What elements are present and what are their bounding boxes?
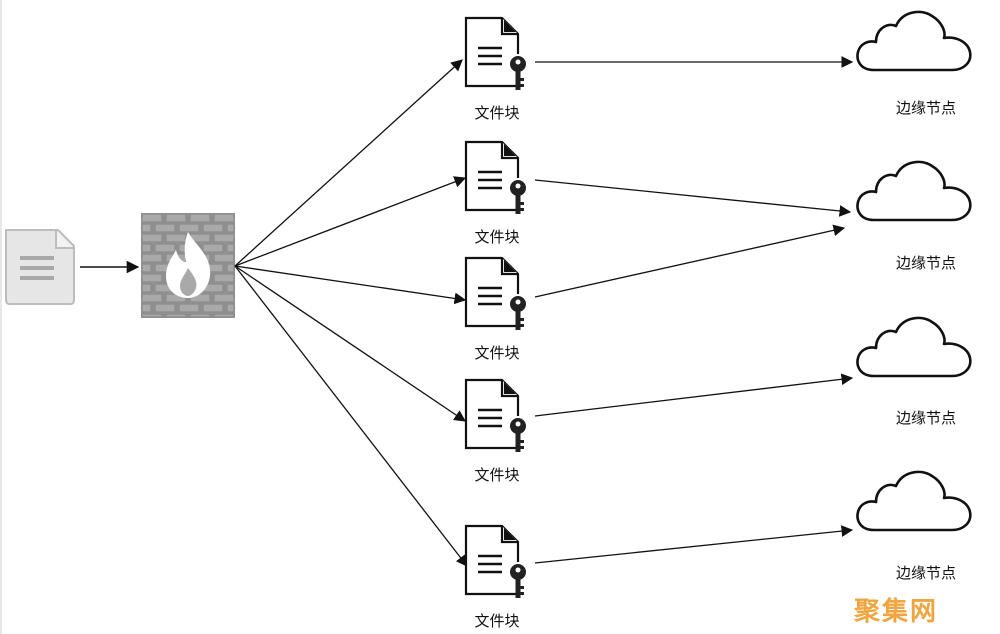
- arrow-firewall-to-file-block: [234, 265, 468, 567]
- edge-node-3: 边缘节点: [856, 316, 972, 427]
- firewall-brick: [141, 243, 152, 253]
- arrow-firewall-to-file-block: [234, 265, 466, 422]
- firewall-brick: [154, 303, 176, 313]
- firewall-brick: [213, 273, 235, 283]
- arrow-firewall-to-file-block: [234, 176, 467, 267]
- firewall-brick: [141, 213, 163, 223]
- file-block-2: 文件块: [464, 140, 529, 246]
- firewall-brick: [141, 313, 163, 318]
- firewall-icon: [141, 213, 235, 318]
- file-block-5: 文件块: [464, 524, 529, 630]
- edge-nodes: 边缘节点 边缘节点 边缘节点 边缘节点: [856, 10, 972, 582]
- firewall-brick: [189, 313, 211, 318]
- firewall-brick: [178, 303, 200, 313]
- file-block-label: 文件块: [474, 466, 519, 484]
- firewall-brick: [141, 303, 152, 313]
- arrow-file-block-to-edge-node: [534, 179, 852, 217]
- cloud-icon: [856, 160, 972, 222]
- firewall-brick: [165, 233, 187, 243]
- document-icon: [5, 229, 75, 305]
- arrow-file-block-to-edge-node: [534, 373, 854, 417]
- firewall-brick: [141, 273, 163, 283]
- cloud-icon: [856, 316, 972, 378]
- firewall-brick: [226, 303, 235, 313]
- encrypted-file-icon: [464, 256, 529, 332]
- encrypted-file-icon: [464, 140, 529, 216]
- firewall-brick: [213, 293, 235, 303]
- encrypted-file-icon: [464, 378, 529, 454]
- edge-node-4: 边缘节点: [856, 470, 972, 582]
- edge-node-1: 边缘节点: [856, 10, 972, 117]
- firewall-brick: [202, 243, 224, 253]
- firewall-brick: [154, 243, 176, 253]
- firewall-brick: [141, 233, 163, 243]
- firewall-brick: [154, 223, 176, 233]
- arrow-firewall-to-file-block: [234, 59, 463, 267]
- file-block-label: 文件块: [474, 104, 519, 122]
- edge-node-2: 边缘节点: [856, 160, 972, 272]
- firewall-brick: [141, 223, 152, 233]
- firewall-brick: [165, 213, 187, 223]
- firewall-brick: [165, 313, 187, 318]
- firewall-brick: [213, 313, 235, 318]
- encrypted-file-icon: [464, 524, 529, 600]
- cloud-icon: [856, 470, 972, 532]
- firewall-brick: [141, 253, 163, 263]
- firewall-brick: [202, 303, 224, 313]
- firewall-brick: [141, 263, 152, 273]
- file-block-label: 文件块: [474, 612, 519, 630]
- file-block-1: 文件块: [464, 16, 529, 122]
- file-block-3: 文件块: [464, 256, 529, 362]
- edge-node-label: 边缘节点: [896, 409, 956, 427]
- firewall-brick: [202, 223, 224, 233]
- file-block-label: 文件块: [474, 228, 519, 246]
- edge-node-label: 边缘节点: [896, 564, 956, 582]
- firewall-brick: [141, 293, 163, 303]
- firewall-brick: [226, 223, 235, 233]
- file-block-label: 文件块: [474, 344, 519, 362]
- firewall-brick: [213, 213, 235, 223]
- firewall-brick: [178, 223, 200, 233]
- connection-lines: [234, 56, 854, 567]
- arrow-file-block-to-edge-node: [534, 525, 854, 564]
- firewall-brick: [226, 283, 235, 293]
- watermark: 聚集网: [853, 597, 938, 627]
- firewall-brick: [226, 243, 235, 253]
- file-blocks: 文件块 文件块 文件块 文件块 文件块: [464, 16, 529, 630]
- firewall-brick: [213, 233, 235, 243]
- firewall-brick: [189, 213, 211, 223]
- firewall-brick: [226, 263, 235, 273]
- cloud-icon: [856, 10, 972, 72]
- firewall-brick: [213, 253, 235, 263]
- firewall-brick: [141, 283, 152, 293]
- arrow-file-block-to-edge-node: [534, 224, 846, 298]
- arrow-firewall-to-file-block: [234, 265, 467, 305]
- edge-node-label: 边缘节点: [896, 99, 956, 117]
- file-block-4: 文件块: [464, 378, 529, 484]
- edge-node-label: 边缘节点: [896, 254, 956, 272]
- encrypted-file-icon: [464, 16, 529, 92]
